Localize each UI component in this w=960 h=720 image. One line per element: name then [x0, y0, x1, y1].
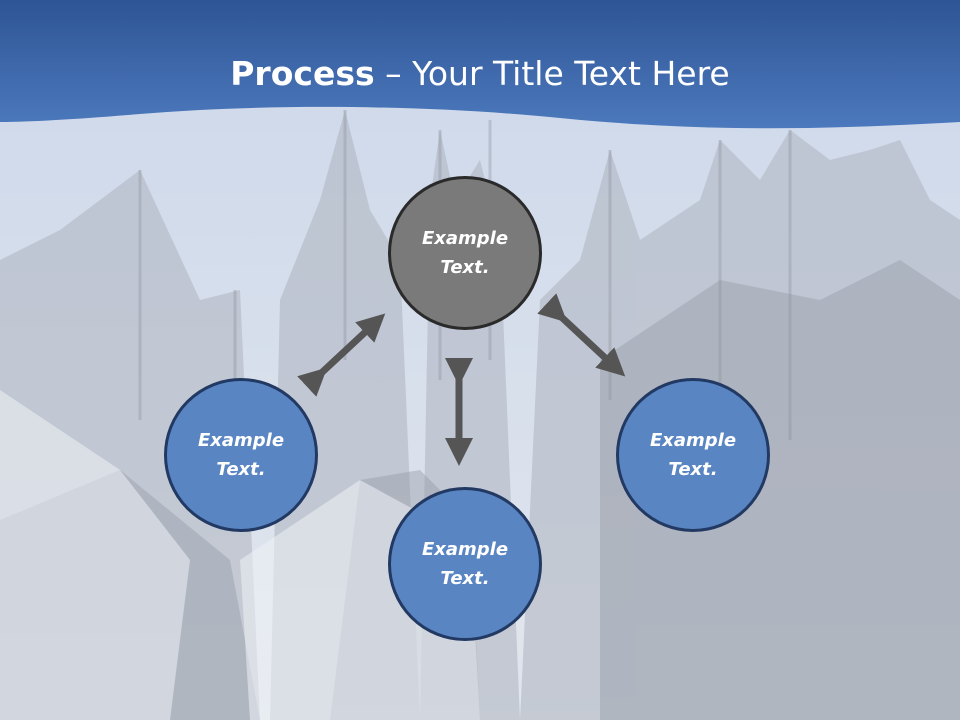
node-bottom-line2: Text.: [440, 568, 490, 589]
title-rest: – Your Title Text Here: [374, 54, 730, 93]
process-node-bottom[interactable]: Example Text.: [388, 487, 542, 641]
process-node-left[interactable]: Example Text.: [164, 378, 318, 532]
title-bold: Process: [230, 54, 375, 93]
node-top-line1: Example: [421, 228, 509, 249]
node-left-line1: Example: [197, 430, 285, 451]
node-bottom-line1: Example: [421, 539, 509, 560]
node-right-line1: Example: [649, 430, 737, 451]
node-right-line2: Text.: [668, 459, 718, 480]
node-left-line2: Text.: [216, 459, 266, 480]
slide-title: Process – Your Title Text Here: [0, 52, 960, 96]
node-top-line2: Text.: [440, 257, 490, 278]
process-node-right[interactable]: Example Text.: [616, 378, 770, 532]
process-node-top[interactable]: Example Text.: [388, 176, 542, 330]
